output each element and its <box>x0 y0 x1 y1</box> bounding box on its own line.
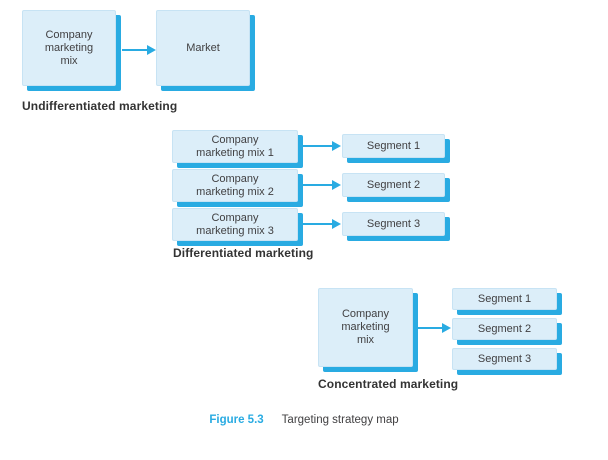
concentrated-company-marketing-mix-box: Company marketing mix <box>318 288 413 367</box>
differentiated-company-mix-3-box: Company marketing mix 3 <box>172 208 298 241</box>
figure-title: Targeting strategy map <box>281 414 399 426</box>
concentrated-arrow <box>418 327 442 329</box>
undifferentiated-company-marketing-mix-box: Company marketing mix <box>22 10 116 86</box>
differentiated-company-mix-2-box: Company marketing mix 2 <box>172 169 298 202</box>
differentiated-segment-3-box: Segment 3 <box>342 212 445 236</box>
differentiated-segment-2-box: Segment 2 <box>342 173 445 197</box>
undifferentiated-market-box: Market <box>156 10 250 86</box>
differentiated-arrow-1 <box>303 145 332 147</box>
differentiated-arrow-3 <box>303 223 332 225</box>
concentrated-segment-1-box: Segment 1 <box>452 288 557 310</box>
concentrated-segment-2-box: Segment 2 <box>452 318 557 340</box>
differentiated-marketing-label: Differentiated marketing <box>173 246 314 260</box>
figure-caption: Figure 5.3 Targeting strategy map <box>0 414 608 426</box>
differentiated-arrow-2 <box>303 184 332 186</box>
undifferentiated-marketing-label: Undifferentiated marketing <box>22 99 178 113</box>
differentiated-segment-1-box: Segment 1 <box>342 134 445 158</box>
figure-number-label: Figure 5.3 <box>209 414 264 426</box>
concentrated-marketing-label: Concentrated marketing <box>318 377 459 391</box>
differentiated-company-mix-1-box: Company marketing mix 1 <box>172 130 298 163</box>
concentrated-segment-3-box: Segment 3 <box>452 348 557 370</box>
undifferentiated-arrow <box>122 49 147 51</box>
